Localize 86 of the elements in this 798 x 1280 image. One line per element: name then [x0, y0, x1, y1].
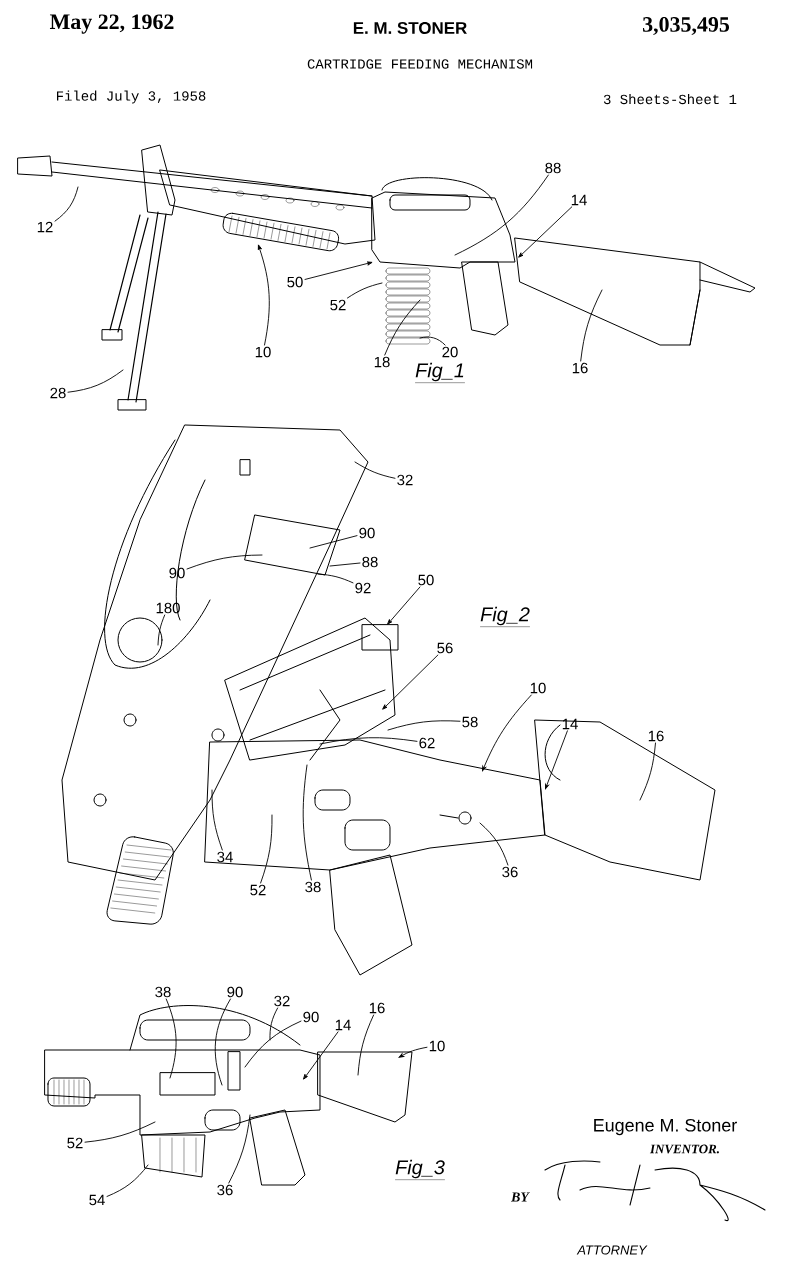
- callout-number: 56: [437, 642, 453, 654]
- by-label: BY: [510, 1192, 530, 1202]
- arrow: [398, 1046, 428, 1058]
- callout-number: 36: [217, 1184, 233, 1196]
- callout-number: 16: [572, 362, 588, 374]
- callout-number: 14: [562, 718, 578, 730]
- callout-number: 32: [274, 995, 290, 1007]
- callout-number: 52: [330, 299, 346, 311]
- callout-number: 14: [335, 1019, 351, 1031]
- callout-number: 38: [305, 881, 321, 893]
- leader-line: [354, 461, 396, 479]
- callout-number: 90: [169, 567, 185, 579]
- leader-line: [639, 742, 656, 801]
- callout-number: 52: [67, 1137, 83, 1149]
- callout-number: 16: [648, 730, 664, 742]
- leader-line: [357, 1014, 375, 1076]
- leader-line: [186, 554, 263, 570]
- callout-number: 90: [359, 527, 375, 539]
- leader-line: [54, 186, 79, 222]
- leader-line: [269, 1007, 279, 1041]
- arrow: [257, 244, 270, 346]
- figure-label: Fig_2: [479, 606, 531, 627]
- leader-line: [165, 998, 177, 1079]
- leader-line: [260, 814, 273, 884]
- callout-number: 18: [374, 356, 390, 368]
- figure-label: Fig_1: [414, 362, 466, 383]
- leader-line: [157, 614, 166, 646]
- callout-number: 32: [397, 474, 413, 486]
- callout-number: 54: [89, 1194, 105, 1206]
- arrow: [545, 730, 568, 790]
- callout-number: 12: [37, 221, 53, 233]
- figure-label: Fig_3: [394, 1159, 446, 1180]
- callout-number: 34: [217, 851, 233, 863]
- arrow: [382, 654, 439, 710]
- callout-number: 88: [362, 556, 378, 568]
- callout-number: 90: [303, 1011, 319, 1023]
- callout-number: 90: [227, 986, 243, 998]
- callout-number: 20: [442, 346, 458, 358]
- leader-line: [479, 822, 509, 866]
- callout-number: 50: [418, 574, 434, 586]
- patent-number: 3,035,495: [643, 17, 730, 35]
- inventor-caption: INVENTOR.: [649, 1144, 719, 1154]
- leader-line: [580, 289, 603, 362]
- patent-title: CARTRIDGE FEEDING MECHANISM: [307, 59, 533, 69]
- arrow: [518, 206, 573, 258]
- leader-line: [387, 720, 461, 731]
- callout-number: 14: [571, 194, 587, 206]
- arrow: [387, 586, 421, 625]
- leader-line: [244, 1020, 302, 1068]
- callout-number: 62: [419, 737, 435, 749]
- leader-line: [454, 174, 549, 256]
- callout-number: 92: [355, 582, 371, 594]
- leader-line: [214, 998, 231, 1086]
- filing-date: Filed July 3, 1958: [57, 90, 206, 104]
- callout-number: 10: [530, 682, 546, 694]
- callout-number: 38: [155, 986, 171, 998]
- callout-number: 50: [287, 276, 303, 288]
- callout-number: 88: [545, 162, 561, 174]
- patent-date: May 22, 1962: [50, 14, 174, 34]
- callout-number: 180: [156, 602, 180, 614]
- inventor-name: E. M. STONER: [353, 22, 467, 34]
- callout-number: 16: [369, 1002, 385, 1014]
- leader-line: [346, 282, 383, 299]
- sheet-number: 3 Sheets-Sheet 1: [603, 93, 737, 105]
- leader-line: [309, 535, 358, 549]
- leader-line: [329, 562, 361, 567]
- callout-number: 36: [502, 866, 518, 878]
- leader-line: [317, 573, 354, 584]
- callout-number: 28: [50, 387, 66, 399]
- leader-line: [302, 764, 312, 881]
- attorney-caption: ATTORNEY: [576, 1245, 648, 1255]
- leader-line: [319, 737, 418, 745]
- leader-line: [84, 1121, 156, 1143]
- callout-number: 58: [462, 716, 478, 728]
- leader-line: [106, 1164, 149, 1197]
- arrow: [303, 1031, 339, 1080]
- arrow: [482, 694, 532, 772]
- leader-line: [211, 789, 223, 851]
- leader-line: [419, 336, 446, 346]
- callout-number: 10: [255, 346, 271, 358]
- callout-number: 52: [250, 884, 266, 896]
- inventor-name: Eugene M. Stoner: [594, 1118, 737, 1136]
- leader-line: [228, 1114, 251, 1184]
- leader-line: [67, 369, 124, 393]
- callout-number: 10: [429, 1040, 445, 1052]
- arrow: [304, 261, 373, 280]
